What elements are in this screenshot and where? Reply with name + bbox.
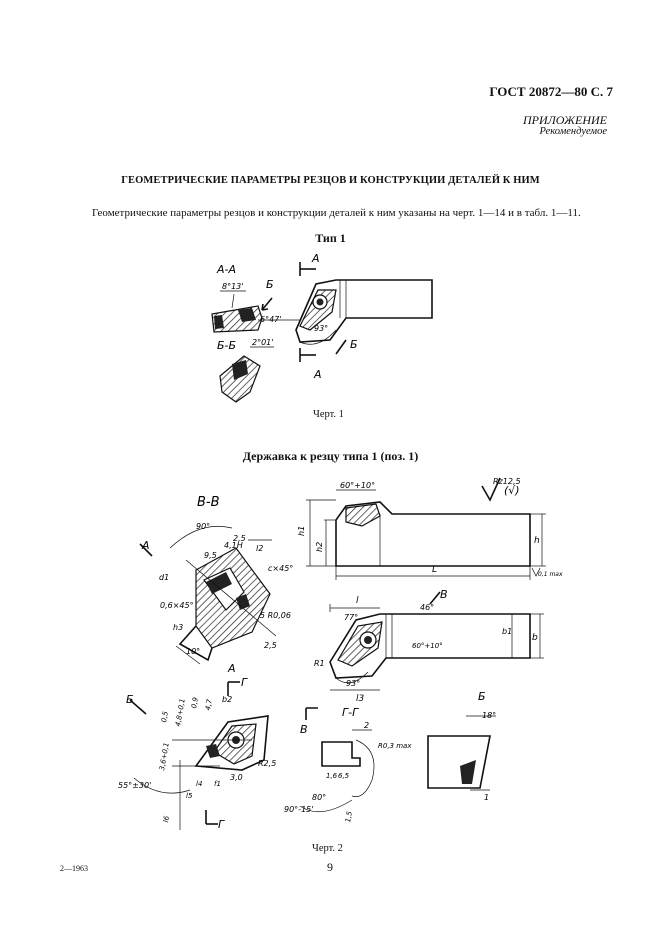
label-angle-top: 60°+10° [340, 481, 375, 490]
label-angle-bb: 2°01' [252, 338, 273, 347]
label-d2: Ø2,5 R0,06 [245, 610, 291, 620]
label-mark-g2: Г [218, 818, 225, 831]
label-angle-46: 46° [420, 603, 434, 612]
holder-plan-view: l 77° 46° В 60°+10° b b1 R1 93° l3 [314, 588, 544, 704]
label-dim-4-7: 4,7 [204, 698, 214, 711]
view-b-detail: Б 18° 1 [427, 690, 496, 802]
print-code: 2—1963 [60, 864, 88, 873]
label-dim-1: 1 [484, 793, 489, 802]
label-dim-0-9: 0,9 [190, 696, 200, 709]
label-r1: R1 [314, 659, 325, 668]
label-angle-side: 6°47' [260, 315, 281, 324]
label-dim-4-1: 4,1H [224, 541, 243, 550]
label-h: h [534, 536, 540, 546]
label-flat: 0,1 max [538, 571, 563, 578]
label-mark-a-bottom: А [313, 368, 322, 381]
label-mark-b: Б [266, 278, 274, 291]
label-mark-a-top: А [311, 252, 320, 265]
label-dim-1-6: 1,6 [326, 772, 338, 780]
page-number: 9 [327, 860, 333, 874]
label-angle-77: 77° [344, 613, 358, 622]
cutter-plan-view: А 93° А Б [295, 252, 433, 381]
section-aa-view: А-А 8°13' 6°47' [211, 263, 300, 333]
label-b: b [532, 633, 538, 643]
label-mark-b2: Б [126, 693, 134, 706]
label-mark-v2: В [300, 723, 308, 736]
label-section-vv: В-В [197, 495, 220, 510]
label-mark-v: В [440, 588, 448, 601]
label-mark-g: Г [241, 676, 248, 689]
label-l5: l5 [186, 792, 193, 800]
figure1-caption: Черт. 1 [313, 409, 344, 420]
label-dim-1-5: 1,5 [344, 810, 354, 823]
label-roughness: Rz12,5 [493, 477, 521, 486]
document-title: ГЕОМЕТРИЧЕСКИЕ ПАРАМЕТРЫ РЕЗЦОВ И КОНСТР… [121, 175, 540, 186]
label-dim-4-8: 4,8+0,1 [174, 698, 187, 727]
label-l3: l3 [356, 694, 365, 704]
label-mark-a: А [141, 539, 150, 552]
label-r2-5: R2,5 [258, 759, 276, 768]
label-section-gg: Г-Г [342, 706, 359, 719]
label-b2: b2 [222, 695, 232, 704]
pocket-detail-view: Г Б 0,5 4,8+0,1 0,9 4,7 b2 3,6+0,1 R2,5 … [118, 676, 276, 831]
figure2-drawing: В-В 90° 2,5 4,1H 9,5 l2 с×45° А d1 0,6×4… [118, 477, 563, 831]
figure2-heading: Державка к резцу типа 1 (поз. 1) [242, 449, 419, 463]
label-angle-90b: 90°-15' [284, 805, 313, 814]
label-angle-main: 93° [314, 324, 328, 333]
figure1-heading: Тип 1 [315, 231, 346, 245]
label-dim-3-0: 3,0 [230, 773, 243, 782]
label-angle-b: 0,6×45° [160, 601, 194, 610]
label-h1: h1 [297, 526, 306, 536]
label-c45: с×45° [268, 564, 293, 573]
label-mark-b-lower: Б [350, 338, 358, 351]
label-h3: h3 [173, 623, 183, 632]
label-angle-90: 90° [196, 522, 210, 531]
label-dim-9-5: 9,5 [204, 551, 217, 560]
holder-side-view: Rz12,5 (√) 60°+10° h1 h2 h L 0,1 max [297, 477, 563, 580]
figure2-caption: Черт. 2 [312, 843, 343, 854]
label-dim-6-5: 6,5 [338, 772, 350, 780]
label-angle-18: 18° [482, 711, 496, 720]
label-L: L [432, 565, 437, 575]
appendix-label: ПРИЛОЖЕНИЕ [523, 113, 607, 127]
label-mark-b3: Б [478, 690, 486, 703]
label-h2: h2 [315, 542, 324, 552]
label-f1: f1 [214, 780, 221, 788]
label-l2: l2 [256, 544, 263, 553]
label-angle-aa: 8°13' [222, 282, 243, 291]
section-vv-view: В-В 90° 2,5 4,1H 9,5 l2 с×45° А d1 0,6×4… [139, 495, 293, 675]
label-dim-2-5b: 2,5 [264, 641, 277, 650]
label-l: l [356, 596, 359, 606]
label-angle-10: 10° [186, 647, 200, 656]
label-r0-3: R0,3 max [378, 742, 412, 750]
label-dim-2: 2 [364, 721, 369, 730]
label-section-bb: Б-Б [217, 339, 236, 352]
label-dim-0-5: 0,5 [160, 710, 170, 723]
label-dim-2-5: 2,5 [233, 534, 246, 543]
label-d1: d1 [159, 573, 169, 582]
standard-header: ГОСТ 20872—80 С. 7 [489, 84, 613, 99]
section-bb-view: Б-Б 2°01' [217, 338, 274, 403]
section-gg-view: Г-Г В 2 R0,3 max 1,6 6,5 80° 90°-15' 1,5 [284, 706, 412, 823]
label-section-aa: А-А [216, 263, 236, 276]
label-angle-60b: 60°+10° [412, 642, 443, 650]
appendix-sublabel: Рекомендуемое [539, 126, 607, 137]
intro-paragraph: Геометрические параметры резцов и констр… [92, 207, 581, 219]
label-mark-a2: А [227, 662, 236, 675]
label-angle-93: 93° [346, 679, 360, 688]
label-angle-55: 55°±30' [118, 781, 151, 790]
label-l6: l6 [162, 815, 171, 823]
label-angle-80: 80° [312, 793, 326, 802]
figure1-drawing: А-А 8°13' 6°47' Б Б-Б 2°01' А [211, 252, 433, 403]
label-b1: b1 [502, 627, 512, 636]
label-roughness-sym: (√) [504, 484, 520, 497]
label-l4: l4 [196, 780, 202, 788]
label-dim-3-6: 3,6+0,1 [158, 742, 171, 771]
